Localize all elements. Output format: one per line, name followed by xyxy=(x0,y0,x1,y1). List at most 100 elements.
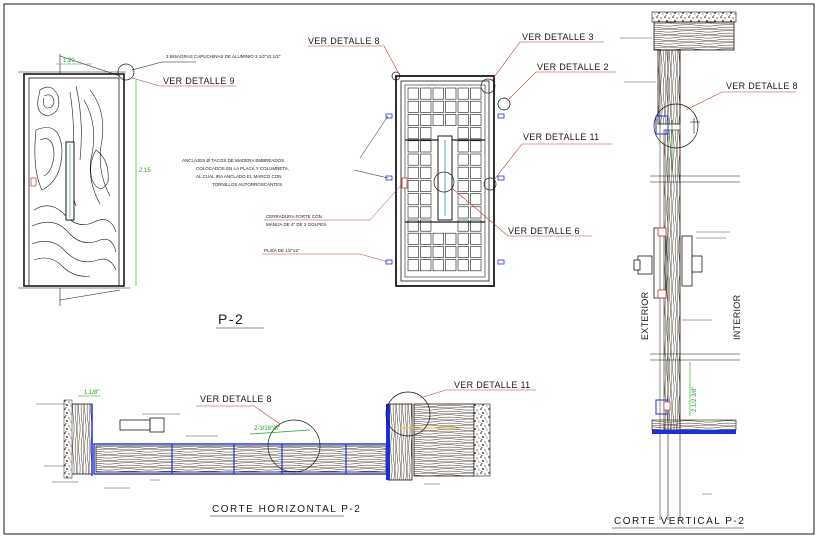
door-panel-square xyxy=(470,140,482,153)
door-panel-square xyxy=(470,100,482,113)
anchors-note-1: ANCLAJES Ø TACOS DE MADERA EMBREADOS xyxy=(182,158,284,163)
door-panel-square xyxy=(407,127,419,140)
door-panel-square xyxy=(457,100,469,113)
door-panel-square xyxy=(407,219,419,232)
door-panel-square xyxy=(407,87,419,100)
door-panel-square xyxy=(457,180,469,192)
door-panel-square xyxy=(420,246,432,258)
horizontal-section-title: CORTE HORIZONTAL P-2 xyxy=(212,504,361,515)
door-panel-square xyxy=(420,259,432,272)
door-panel-square xyxy=(420,87,432,100)
door-panel-square xyxy=(457,206,469,219)
detail-9-label: VER DETALLE 9 xyxy=(163,76,235,86)
detail-6-label: VER DETALLE 6 xyxy=(508,226,580,236)
door-panel-square xyxy=(420,219,432,232)
lock-note-1: CERRADURA FORTE CON xyxy=(266,214,322,219)
door-panel-square xyxy=(407,180,419,192)
door-panel-square xyxy=(445,100,457,113)
door-panel-square xyxy=(432,259,444,272)
door-mark: P-2 xyxy=(218,311,244,327)
door-panel-square xyxy=(420,232,432,245)
section-detail-8-label: VER DETALLE 8 xyxy=(726,81,798,91)
door-panel-square xyxy=(420,206,432,219)
door-panel-square xyxy=(407,206,419,219)
door-panel-square xyxy=(407,114,419,126)
door-panel-square xyxy=(470,114,482,126)
anchors-note-2: COLOCADOS EN LA PLACA Y COLUMNETA, xyxy=(196,166,289,171)
interior-label: INTERIOR xyxy=(732,294,742,340)
door-panel-square xyxy=(457,246,469,258)
door-front: VER DETALLE 8 VER DETALLE 3 VER DETALLE … xyxy=(182,32,616,329)
door-panel-square xyxy=(407,166,419,179)
door-panel-square xyxy=(432,114,444,126)
door-panel-square xyxy=(445,114,457,126)
door-panel-square xyxy=(470,180,482,192)
door-panel-square xyxy=(445,232,457,245)
door-panel-square xyxy=(407,100,419,113)
hsection-detail-11-label: VER DETALLE 11 xyxy=(454,380,530,390)
door-panel-square xyxy=(470,153,482,166)
door-panel-square xyxy=(420,114,432,126)
door-panel-square xyxy=(407,140,419,153)
door-lock xyxy=(401,177,408,189)
vertical-section: VER DETALLE 8 EXTERIOR INTERIOR 2.1/2 3/… xyxy=(612,11,798,529)
vertical-section-title: CORTE VERTICAL P-2 xyxy=(614,516,745,527)
door-panel-square xyxy=(470,127,482,140)
door-panel-square xyxy=(457,259,469,272)
hsection-left-dimension: 1.1/8" xyxy=(84,390,99,396)
door-panel-square xyxy=(445,259,457,272)
detail-2-label: VER DETALLE 2 xyxy=(537,62,609,72)
door-panel-square xyxy=(470,219,482,232)
detail-3-label: VER DETALLE 3 xyxy=(522,32,594,42)
door-panel-square xyxy=(407,153,419,166)
hsection-mid-dimension: 2-3/16"/8" xyxy=(254,426,280,432)
sheet-border xyxy=(3,3,815,535)
door-panel-square xyxy=(470,232,482,245)
hsection-detail-8-label: VER DETALLE 8 xyxy=(200,394,272,404)
door-panel-square xyxy=(420,193,432,206)
door-panel-square xyxy=(407,232,419,245)
door-grid xyxy=(405,87,485,272)
detail-11-label: VER DETALLE 11 xyxy=(523,132,599,142)
anchors-note-4: TORNILLOS AUTORROSCANTES xyxy=(212,182,282,187)
door-panel-square xyxy=(457,193,469,206)
door-panel-square xyxy=(457,232,469,245)
door-panel-square xyxy=(432,246,444,258)
door-panel-square xyxy=(407,193,419,206)
door-panel-square xyxy=(470,259,482,272)
door-panel-square xyxy=(420,180,432,192)
door-panel-square xyxy=(470,246,482,258)
door-panel-square xyxy=(470,193,482,206)
door-panel-square xyxy=(457,87,469,100)
door-elevation: 1.20 2.15 3 BISAGRAS CAPUCHINAS DE ALUMI… xyxy=(18,54,281,306)
door-panel-square xyxy=(470,87,482,100)
door-panel-square xyxy=(432,87,444,100)
door-panel-square xyxy=(407,246,419,258)
door-panel-square xyxy=(420,153,432,166)
hinges-note: 3 BISAGRAS CAPUCHINAS DE ALUMINIO 3 1/2"… xyxy=(166,54,281,59)
door-panel-square xyxy=(457,140,469,153)
door-panel-square xyxy=(407,259,419,272)
horizontal-section: 2-3/16"/8" VER DETALLE 8 VER DETALLE 11 … xyxy=(36,380,536,517)
door-panel-square xyxy=(457,127,469,140)
door-panel-square xyxy=(432,232,444,245)
door-panel-square xyxy=(457,219,469,232)
door-panel-square xyxy=(420,166,432,179)
anchors-note-3: AL CUAL IRA ANCLADO EL MARCO CON xyxy=(196,174,282,179)
exterior-label: EXTERIOR xyxy=(640,291,650,340)
door-panel-square xyxy=(470,206,482,219)
door-panel-square xyxy=(420,100,432,113)
height-dimension: 2.15 xyxy=(139,168,151,174)
bolt-note: PLISA DE 1/2"x2" xyxy=(264,248,300,253)
door-panel-square xyxy=(457,166,469,179)
door-panel-square xyxy=(457,153,469,166)
door-panel-square xyxy=(470,166,482,179)
door-panel-square xyxy=(432,100,444,113)
door-panel-square xyxy=(445,87,457,100)
section-dimension: 2.1/2 3/8" xyxy=(692,387,698,412)
door-handle xyxy=(30,177,37,187)
door-panel-square xyxy=(420,140,432,153)
width-dimension: 1.20 xyxy=(63,58,75,64)
lock-note-2: MANIJA DE 4" DE 2 GOLPES xyxy=(266,222,326,227)
